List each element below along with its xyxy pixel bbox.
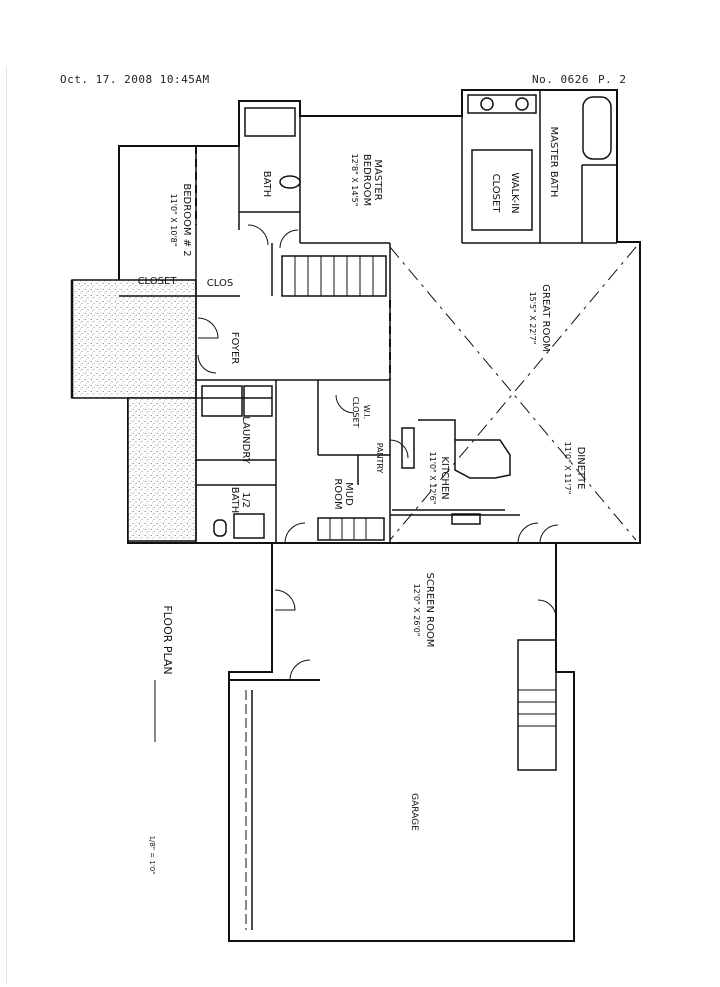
label-laundry: LAUNDRY bbox=[240, 416, 251, 464]
label-closet: CLOSET bbox=[138, 276, 178, 287]
fax-page-number: No. 0626 bbox=[532, 73, 589, 86]
label-dinette-dim: 11'0" X 11'7" bbox=[563, 442, 572, 495]
label-wi-closet-line2: CLOSET bbox=[351, 396, 360, 427]
label-half-bath: 1/2 bbox=[240, 492, 251, 508]
page-frame bbox=[6, 66, 719, 984]
label-dinette: DINETTE bbox=[575, 447, 586, 490]
fax-timestamp: Oct. 17. 2008 10:45AM bbox=[60, 73, 210, 86]
label-pantry: PANTRY bbox=[375, 443, 384, 474]
label-master-bedroom-dim: 12'8" X 14'5" bbox=[350, 154, 359, 207]
label-kitchen-dim: 11'0" X 12'6" bbox=[428, 452, 437, 505]
outer-wall-main bbox=[118, 89, 641, 544]
label-great-room: GREAT ROOM bbox=[540, 284, 551, 352]
label-bedroom-2-dim: 11'0" X 10'8" bbox=[169, 194, 178, 247]
label-mud-room-line2: ROOM bbox=[332, 478, 343, 509]
label-walk-in: WALK-IN bbox=[509, 172, 520, 213]
label-clos: CLOS bbox=[207, 278, 233, 289]
label-mud-room: MUD bbox=[343, 482, 354, 506]
label-half-bath-line2: BATH bbox=[229, 487, 240, 514]
label-great-room-dim: 15'5" X 22'7" bbox=[528, 292, 537, 345]
label-bath: BATH bbox=[261, 171, 272, 198]
label-kitchen: KITCHEN bbox=[439, 456, 450, 499]
label-screen-room: SCREEN ROOM bbox=[424, 573, 435, 648]
label-master-bedroom-line2: BEDROOM bbox=[361, 154, 372, 206]
label-walk-in-line2: CLOSET bbox=[490, 174, 501, 214]
fax-page: P. 2 bbox=[598, 73, 627, 86]
label-bedroom-2: BEDROOM # 2 bbox=[181, 183, 192, 256]
plan-scale: 1/8" = 1'0" bbox=[148, 836, 156, 875]
porch-gravel-lower bbox=[127, 397, 197, 542]
label-screen-room-dim: 12'0" X 26'0" bbox=[412, 584, 421, 637]
label-master-bedroom: MASTER bbox=[372, 159, 383, 200]
label-garage: GARAGE bbox=[409, 793, 419, 831]
label-foyer: FOYER bbox=[229, 332, 240, 365]
outer-wall-screen-room bbox=[228, 543, 575, 942]
porch-gravel-upper bbox=[71, 279, 197, 399]
label-wi-closet: W.I. bbox=[362, 405, 371, 419]
plan-title: FLOOR PLAN bbox=[161, 605, 174, 674]
label-master-bath: MASTER BATH bbox=[548, 127, 559, 198]
